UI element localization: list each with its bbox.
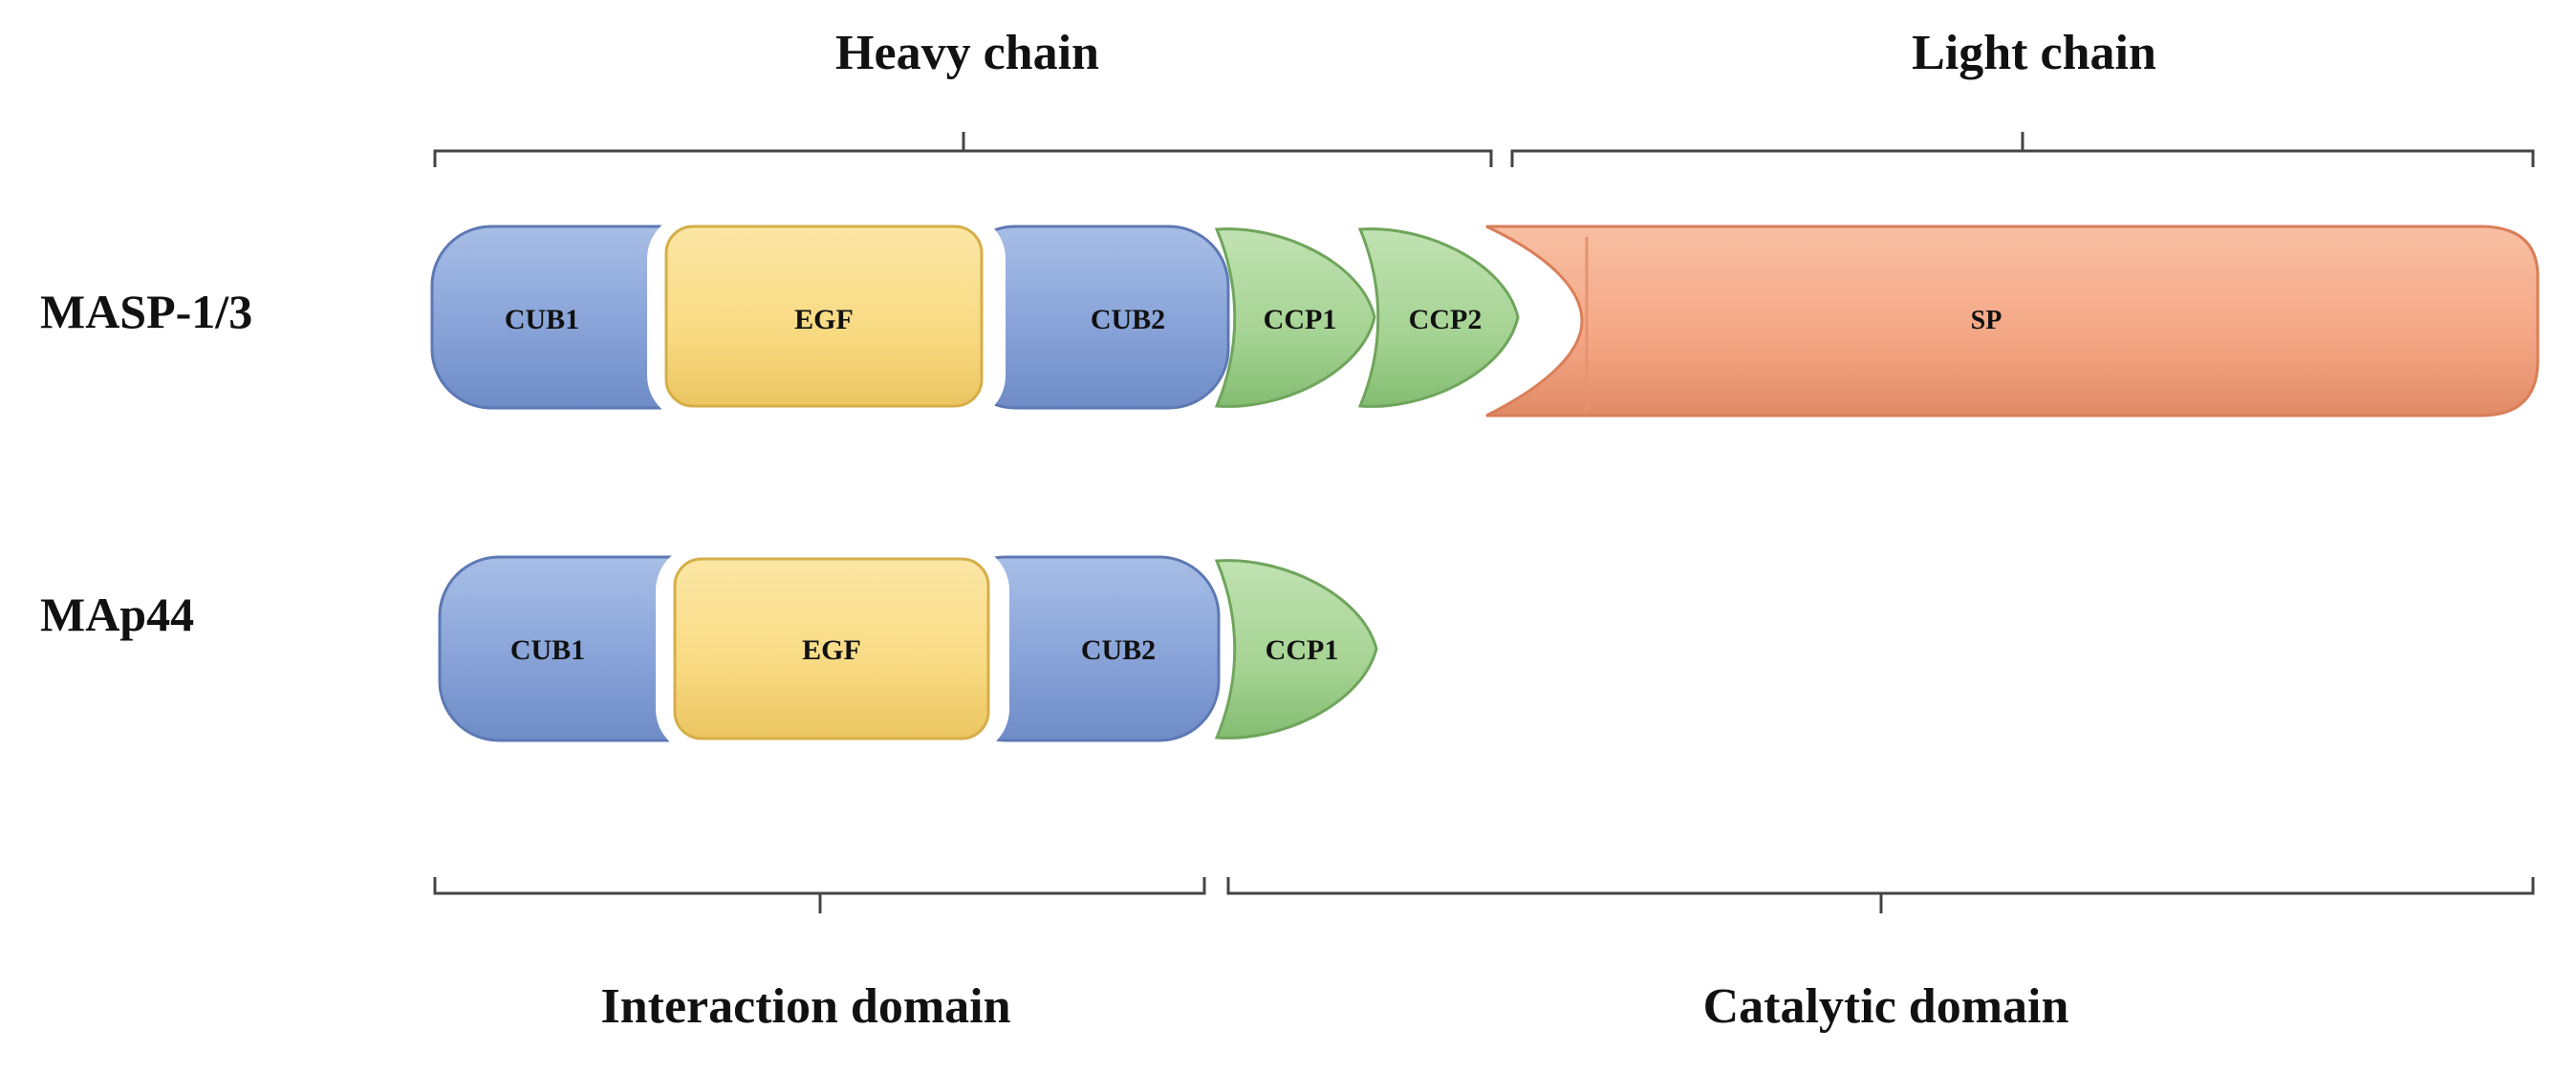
masp-sp-label: SP (1971, 306, 2002, 335)
map44-egf-label: EGF (802, 634, 861, 666)
map44-construct: CUB1 EGF CUB2 CCP1 (438, 545, 1378, 755)
masp-1-3-label: MASP-1/3 (40, 285, 252, 338)
masp-ccp1-label: CCP1 (1264, 304, 1337, 335)
masp-egf-domain (664, 225, 984, 408)
light-chain-title: Light chain (1912, 26, 2156, 80)
interaction-domain-bracket (433, 877, 1206, 913)
masp-ccp1-domain (1214, 227, 1376, 408)
masp-cub2-label: CUB2 (1091, 304, 1165, 335)
catalytic-domain-title: Catalytic domain (1703, 979, 2069, 1034)
masp-ccp2-label: CCP2 (1409, 304, 1483, 335)
map44-cub1-label: CUB1 (510, 634, 585, 666)
masp-sp-domain (1485, 225, 2540, 418)
heavy-chain-bracket (433, 132, 1493, 167)
interaction-domain-title: Interaction domain (601, 979, 1011, 1034)
map44-cub2-label: CUB2 (1081, 634, 1156, 666)
map44-ccp1-domain (1214, 559, 1378, 740)
masp-1-3-construct: CUB1 EGF CUB2 CCP1 CCP2 SP (430, 213, 2540, 421)
masp-egf-label: EGF (794, 304, 854, 335)
masp-cub1-label: CUB1 (505, 304, 579, 335)
light-chain-bracket (1510, 132, 2535, 167)
catalytic-domain-bracket (1226, 877, 2535, 913)
map44-egf-domain (673, 557, 990, 740)
map44-label: MAp44 (40, 588, 194, 641)
map44-ccp1-label: CCP1 (1266, 634, 1339, 666)
masp-ccp2-domain (1357, 227, 1520, 408)
heavy-chain-title: Heavy chain (835, 26, 1099, 80)
